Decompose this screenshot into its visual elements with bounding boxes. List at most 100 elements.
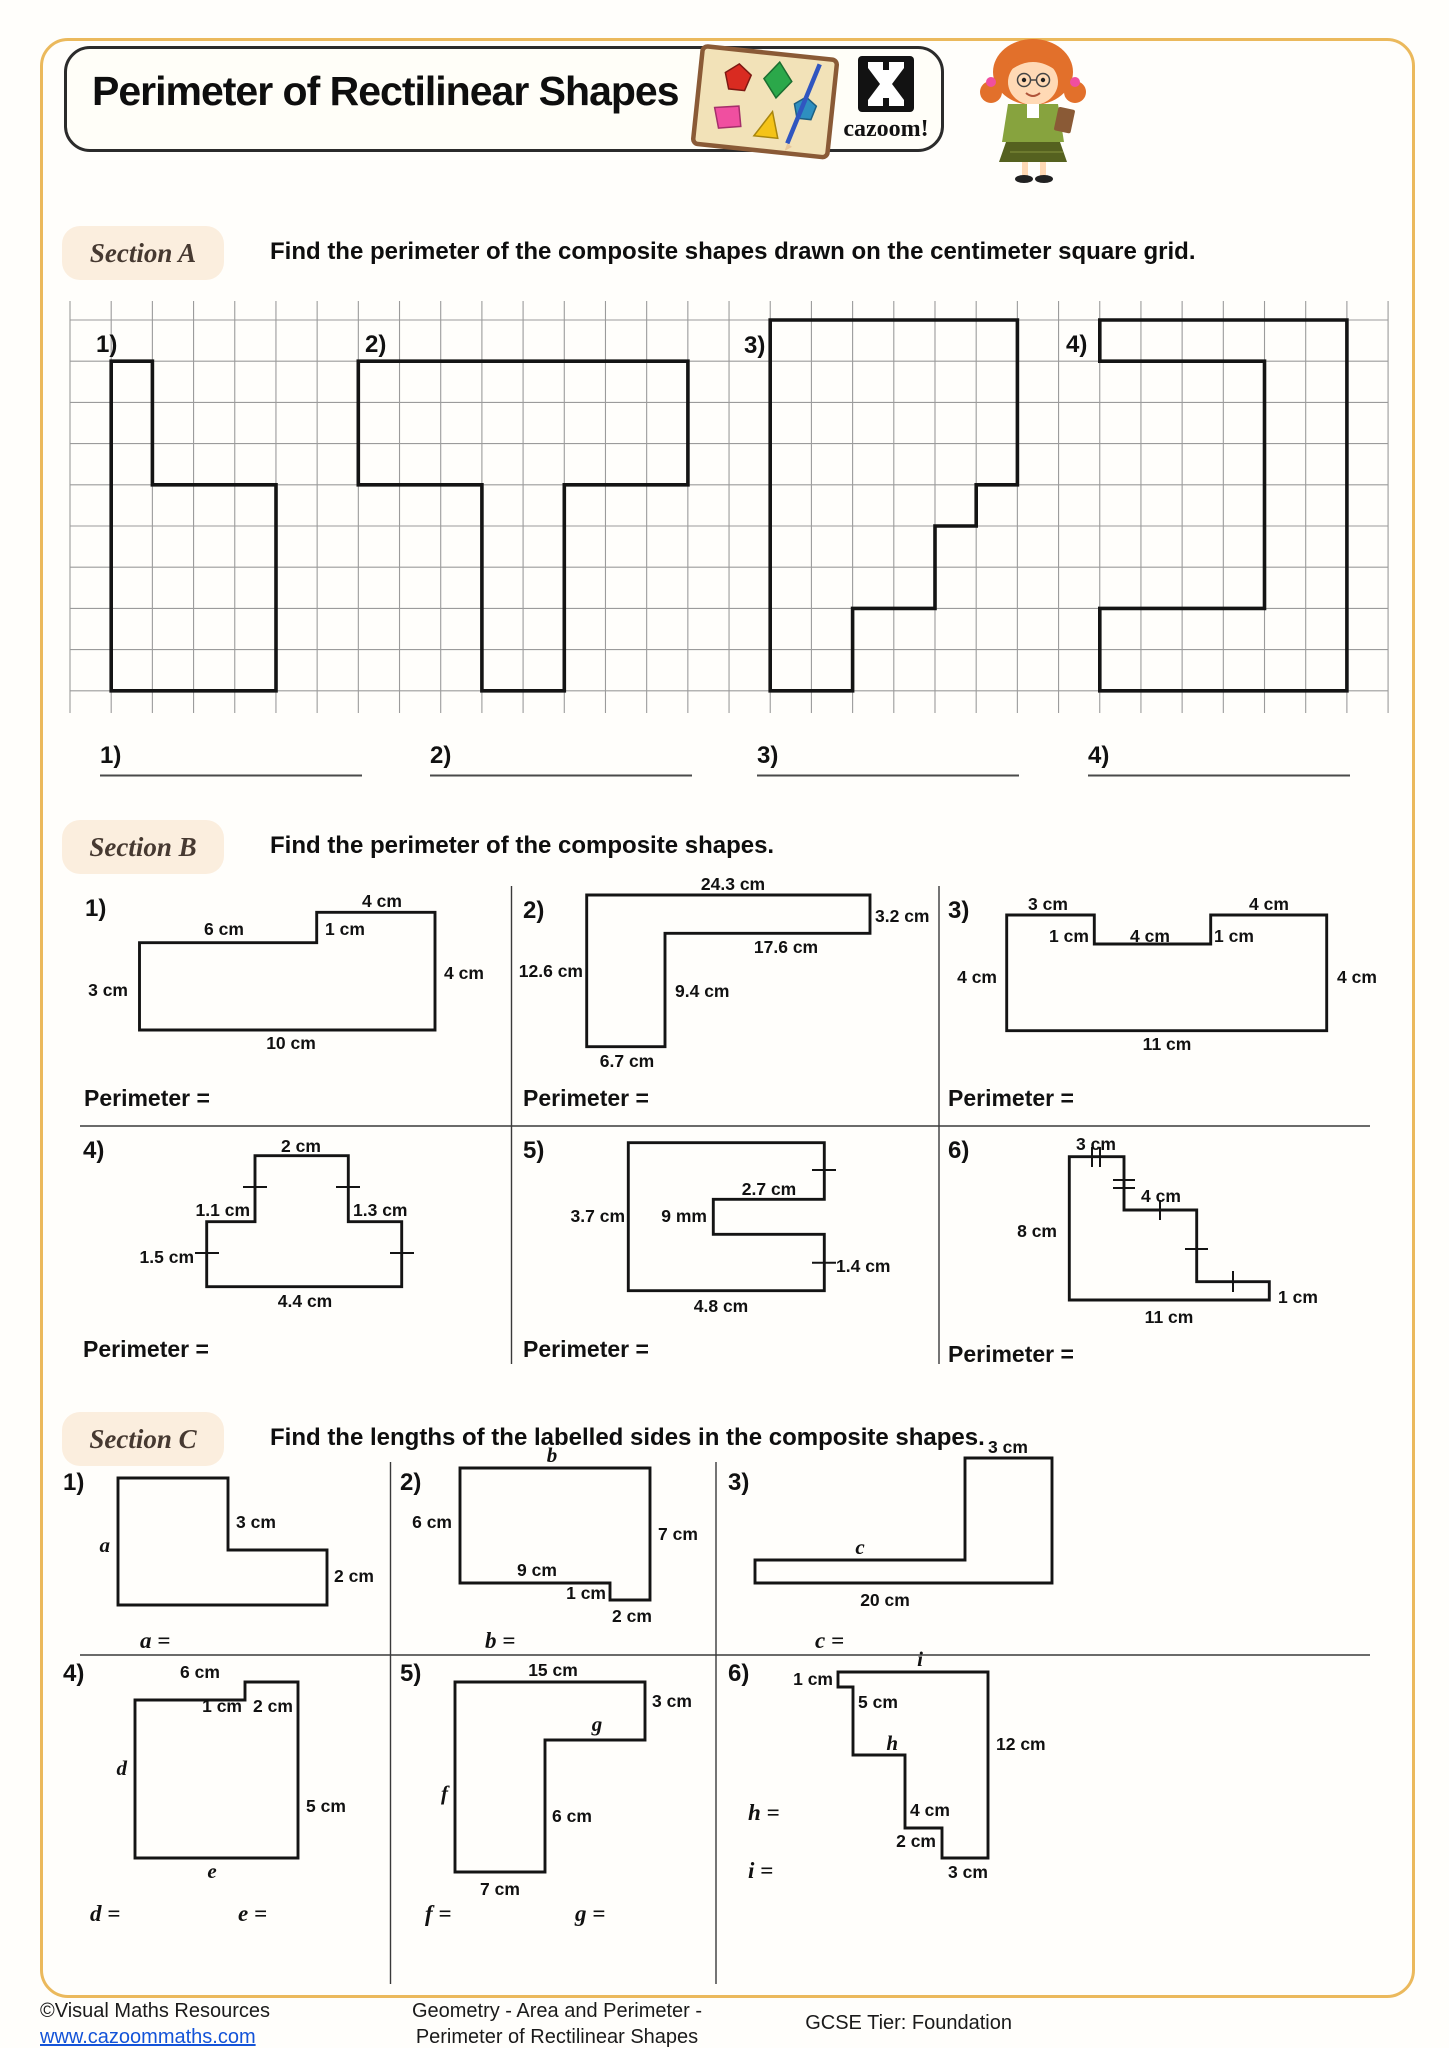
side-letter-label: b bbox=[547, 1443, 558, 1467]
dimension-label: 3 cm bbox=[948, 1862, 988, 1882]
footer-site-link[interactable]: www.cazoommaths.com bbox=[40, 2026, 256, 2048]
dimension-label: 9 mm bbox=[661, 1206, 707, 1226]
dimension-label: 1 cm bbox=[1278, 1287, 1318, 1307]
dimension-label: 3 cm bbox=[652, 1691, 692, 1711]
length-answer-label: e = bbox=[238, 1901, 267, 1926]
dimension-label: 3 cm bbox=[1028, 894, 1068, 914]
problem-2: 2) b 6 cm 7 cm 9 cm 1 cm 2 cm b = bbox=[400, 1443, 698, 1653]
dimension-label: 12.6 cm bbox=[519, 961, 583, 981]
dimension-label: 5 cm bbox=[858, 1692, 898, 1712]
problem-number: 6) bbox=[728, 1660, 749, 1687]
side-letter-label: a bbox=[100, 1533, 111, 1557]
dimension-label: 6 cm bbox=[180, 1662, 220, 1682]
grid-shapes: 1)2)3)4) bbox=[96, 318, 1349, 693]
problem-shape bbox=[138, 910, 437, 1032]
footer-topic-line1: Geometry - Area and Perimeter - bbox=[411, 2000, 703, 2022]
dimension-label: 4 cm bbox=[957, 967, 997, 987]
problem-shape bbox=[453, 1680, 647, 1874]
problem-shape bbox=[458, 1466, 652, 1602]
problem-number: 4) bbox=[83, 1137, 104, 1164]
dimension-label: 1.1 cm bbox=[196, 1200, 250, 1220]
grid-shape-number: 4) bbox=[1066, 331, 1087, 358]
dimension-label: 9.4 cm bbox=[675, 981, 729, 1001]
footer-center: Geometry - Area and Perimeter - Perimete… bbox=[357, 1998, 757, 2048]
answer-number: 3) bbox=[757, 742, 778, 769]
problem-shape bbox=[626, 1141, 826, 1293]
dimension-label: 2 cm bbox=[253, 1696, 293, 1716]
mascot-illustration bbox=[980, 39, 1086, 183]
dimension-label: 10 cm bbox=[266, 1033, 316, 1053]
dimension-label: 9 cm bbox=[517, 1560, 557, 1580]
problem-shape bbox=[753, 1456, 1054, 1585]
problem-number: 5) bbox=[523, 1137, 544, 1164]
length-answer-label: d = bbox=[90, 1901, 120, 1926]
dimension-label: 1 cm bbox=[202, 1696, 242, 1716]
length-answer-label: b = bbox=[485, 1628, 515, 1653]
perimeter-label: Perimeter = bbox=[948, 1341, 1074, 1367]
dimension-label: 12 cm bbox=[996, 1734, 1046, 1754]
problem-shape bbox=[836, 1670, 990, 1860]
dimension-label: 1 cm bbox=[793, 1669, 833, 1689]
problem-number: 6) bbox=[948, 1137, 969, 1164]
dimension-label: 6.7 cm bbox=[600, 1051, 654, 1071]
dimension-label: 20 cm bbox=[860, 1590, 910, 1610]
perimeter-label: Perimeter = bbox=[84, 1085, 210, 1111]
green-diamond-icon bbox=[762, 60, 793, 100]
dimension-label: 8 cm bbox=[1017, 1221, 1057, 1241]
length-answer-label: f = bbox=[425, 1901, 452, 1926]
grid-shape-1 bbox=[109, 359, 278, 693]
dimension-label: 11 cm bbox=[1143, 1034, 1192, 1054]
problem-number: 3) bbox=[948, 897, 969, 924]
dimension-label: 6 cm bbox=[412, 1512, 452, 1532]
side-letter-label: e bbox=[207, 1859, 216, 1883]
grid-shape-2 bbox=[356, 359, 690, 693]
dimension-label: 4 cm bbox=[910, 1800, 950, 1820]
divider-lines bbox=[80, 886, 1370, 1984]
perimeter-label: Perimeter = bbox=[83, 1336, 209, 1362]
section-a-answer-blanks: 1)2)3)4) bbox=[100, 742, 1350, 777]
answer-number: 1) bbox=[100, 742, 121, 769]
section-c-description: Find the lengths of the labelled sides i… bbox=[270, 1424, 985, 1451]
page-title: Perimeter of Rectilinear Shapes bbox=[92, 68, 680, 114]
problem-shape bbox=[585, 893, 872, 1049]
footer-copyright: ©Visual Maths Resources bbox=[40, 2000, 271, 2022]
dimension-label: 3.7 cm bbox=[571, 1206, 625, 1226]
dimension-label: 2 cm bbox=[612, 1606, 652, 1626]
yellow-triangle-icon bbox=[752, 109, 779, 140]
dimension-label: 1 cm bbox=[566, 1583, 606, 1603]
dimension-label: 2 cm bbox=[334, 1566, 374, 1586]
grid-shape-4 bbox=[1098, 318, 1349, 693]
dimension-label: 3 cm bbox=[236, 1512, 276, 1532]
side-letter-label: d bbox=[117, 1756, 128, 1780]
problem-number: 3) bbox=[728, 1469, 749, 1496]
dimension-label: 24.3 cm bbox=[701, 874, 765, 894]
length-answer-label: a = bbox=[140, 1628, 170, 1653]
dimension-label: 5 cm bbox=[306, 1796, 346, 1816]
problem-number: 2) bbox=[523, 897, 544, 924]
dimension-label: 1.5 cm bbox=[140, 1247, 194, 1267]
grid-shape-3 bbox=[768, 318, 1020, 693]
footer-topic-line2: Perimeter of Rectilinear Shapes bbox=[415, 2026, 699, 2048]
answer-number: 2) bbox=[430, 742, 451, 769]
dimension-label: 2.7 cm bbox=[742, 1179, 796, 1199]
dimension-label: 4 cm bbox=[1337, 967, 1377, 987]
problem-number: 5) bbox=[400, 1660, 421, 1687]
dimension-label: 7 cm bbox=[658, 1524, 698, 1544]
grid-shape-number: 1) bbox=[96, 331, 117, 358]
dimension-label: 4.4 cm bbox=[278, 1291, 332, 1311]
section-a-badge: Section A bbox=[62, 226, 224, 280]
dimension-label: 1.4 cm bbox=[836, 1256, 890, 1276]
dimension-label: 4 cm bbox=[444, 963, 484, 983]
dimension-label: 3 cm bbox=[988, 1437, 1028, 1457]
dimension-label: 3.2 cm bbox=[875, 906, 929, 926]
problem-shape bbox=[1067, 1155, 1271, 1302]
pencil-icon bbox=[785, 63, 822, 145]
problem-number: 2) bbox=[400, 1469, 421, 1496]
dimension-label: 2 cm bbox=[896, 1831, 936, 1851]
